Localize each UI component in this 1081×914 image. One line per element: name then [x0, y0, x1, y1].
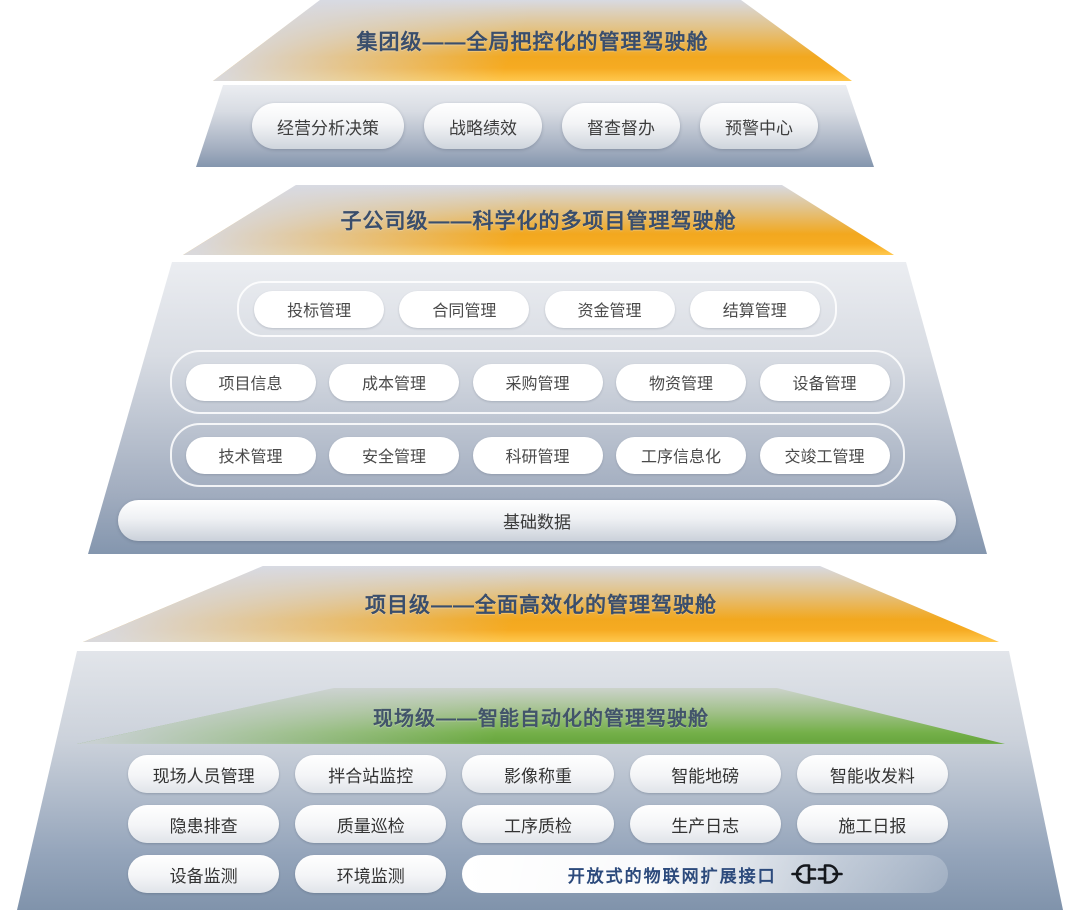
level-2-module-group-1: 投标管理 合同管理 资金管理 结算管理: [237, 281, 837, 337]
iot-extension-label: 开放式的物联网扩展接口: [567, 866, 777, 886]
module-pill: 施工日报: [796, 805, 948, 843]
base-data-bar: 基础数据: [118, 500, 956, 541]
module-pill: 采购管理: [472, 363, 603, 401]
level-4-title: 现场级——智能自动化的管理驾驶舱: [373, 707, 709, 730]
module-pill: 经营分析决策: [252, 103, 404, 149]
module-pill: 设备监测: [128, 855, 280, 893]
module-pill: 交竣工管理: [759, 436, 890, 474]
plug-connector-icon: [790, 861, 843, 887]
level-3-title: 项目级——全面高效化的管理驾驶舱: [365, 594, 717, 617]
module-pill: 智能地磅: [629, 755, 781, 793]
module-pill: 合同管理: [399, 290, 530, 328]
module-pill: 技术管理: [185, 436, 316, 474]
module-pill: 隐患排查: [128, 805, 280, 843]
module-pill: 成本管理: [329, 363, 459, 401]
module-pill: 工序信息化: [616, 436, 746, 474]
level-1-group-trapezoid: 集团级——全局把控化的管理驾驶舱: [213, 0, 852, 81]
module-pill: 智能收发料: [796, 755, 948, 793]
module-pill: 影像称重: [462, 755, 614, 793]
level-1-modules: 经营分析决策 战略绩效 督查督办 预警中心: [196, 85, 874, 167]
module-pill: 督查督办: [562, 103, 680, 149]
level-4-modules: 现场人员管理 拌合站监控 影像称重 智能地磅 智能收发料 隐患排查 质量巡检 工…: [128, 755, 948, 893]
level-1-title: 集团级——全局把控化的管理驾驶舱: [356, 30, 709, 54]
module-pill: 战略绩效: [424, 103, 542, 149]
module-pill: 现场人员管理: [128, 755, 280, 793]
module-pill: 环境监测: [295, 855, 447, 893]
module-pill: 投标管理: [254, 290, 385, 328]
level-2-module-group-2: 项目信息 成本管理 采购管理 物资管理 设备管理: [170, 350, 905, 414]
module-pill: 质量巡检: [295, 805, 447, 843]
level-2-subsidiary-trapezoid: 子公司级——科学化的多项目管理驾驶舱: [183, 185, 894, 255]
level-2-title: 子公司级——科学化的多项目管理驾驶舱: [340, 210, 737, 233]
module-pill: 科研管理: [472, 436, 603, 474]
level-3-project-trapezoid: 项目级——全面高效化的管理驾驶舱: [83, 566, 999, 642]
module-pill: 工序质检: [462, 805, 614, 843]
level-2-module-group-3: 技术管理 安全管理 科研管理 工序信息化 交竣工管理: [170, 423, 905, 487]
module-pill: 预警中心: [700, 103, 818, 149]
module-pill: 物资管理: [616, 363, 746, 401]
module-pill: 拌合站监控: [295, 755, 447, 793]
module-pill: 生产日志: [629, 805, 781, 843]
iot-extension-bar: 开放式的物联网扩展接口: [462, 855, 948, 893]
module-pill: 项目信息: [185, 363, 316, 401]
module-pill: 结算管理: [689, 290, 820, 328]
module-pill: 安全管理: [329, 436, 459, 474]
module-pill: 资金管理: [544, 290, 675, 328]
module-pill: 设备管理: [759, 363, 890, 401]
